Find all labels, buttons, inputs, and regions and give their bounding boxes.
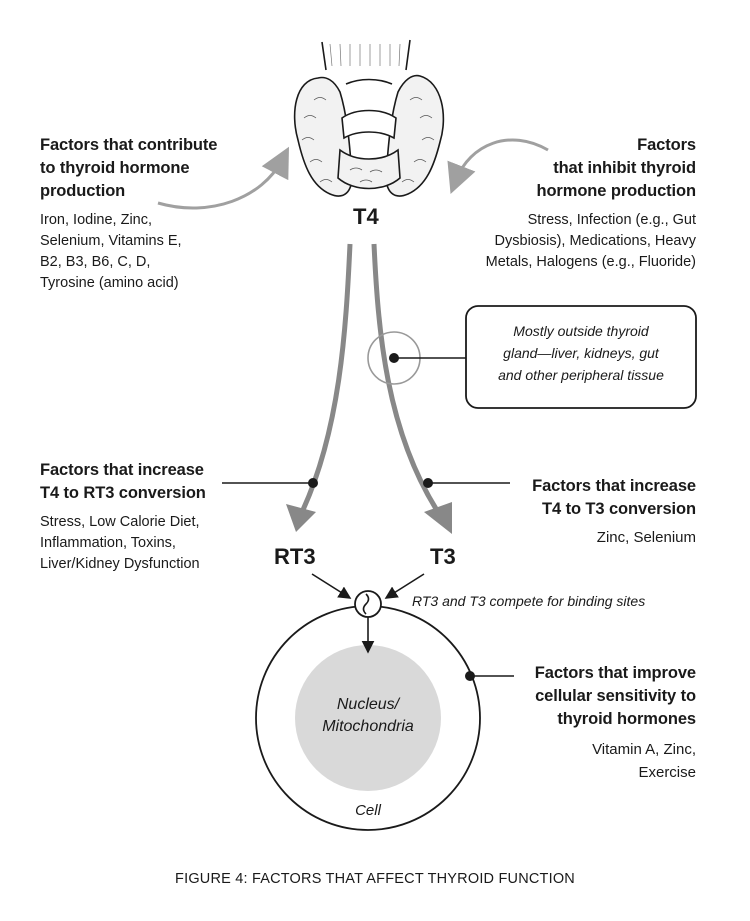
conversion-site-text: Mostly outside thyroid gland—liver, kidn… bbox=[498, 323, 664, 383]
t4-to-rt3-path bbox=[299, 243, 353, 514]
contribute-body: Iron, Iodine, Zinc, Selenium, Vitamins E… bbox=[40, 212, 182, 291]
contribute-arrow bbox=[157, 146, 289, 210]
t4-to-t3-path bbox=[371, 243, 441, 514]
rt3-arrowhead bbox=[286, 504, 316, 532]
thyroid-gland-illustration bbox=[293, 39, 445, 197]
conversion-site-box bbox=[465, 305, 697, 409]
compete-note: RT3 and T3 compete for binding sites bbox=[412, 593, 646, 609]
sensitivity-body: Vitamin A, Zinc, Exercise bbox=[592, 741, 696, 781]
sensitivity-heading: Factors that improve cellular sensitivit… bbox=[534, 664, 696, 728]
cell-label: Cell bbox=[355, 802, 381, 819]
sensitivity-factors: Factors that improve cellular sensitivit… bbox=[486, 662, 696, 784]
inhibit-heading: Factors that inhibit thyroid hormone pro… bbox=[536, 136, 696, 200]
rt3-factors-dot bbox=[308, 478, 318, 488]
t3-arrowhead bbox=[424, 502, 452, 534]
t3-factors-dot bbox=[423, 478, 433, 488]
contribute-factors: Factors that contribute to thyroid hormo… bbox=[40, 134, 280, 294]
t3-factors-heading: Factors that increase T4 to T3 conversio… bbox=[532, 477, 696, 518]
rt3-factors-body: Stress, Low Calorie Diet, Inflammation, … bbox=[40, 514, 200, 572]
rt3-factors: Factors that increase T4 to RT3 conversi… bbox=[40, 459, 260, 575]
inhibit-factors: Factors that inhibit thyroid hormone pro… bbox=[446, 134, 696, 273]
contribute-heading: Factors that contribute to thyroid hormo… bbox=[40, 136, 218, 200]
rt3-to-receptor-arrow bbox=[311, 573, 352, 599]
rt3-label: RT3 bbox=[274, 544, 316, 569]
t3-to-receptor-arrow bbox=[384, 573, 425, 599]
rt3-factors-heading: Factors that increase T4 to RT3 conversi… bbox=[40, 461, 206, 502]
inhibit-body: Stress, Infection (e.g., Gut Dysbiosis),… bbox=[485, 212, 696, 270]
nucleus bbox=[295, 645, 441, 791]
nucleus-label: Nucleus/ Mitochondria bbox=[322, 696, 414, 735]
binding-site-icon bbox=[354, 590, 382, 618]
figure-caption: FIGURE 4: FACTORS THAT AFFECT THYROID FU… bbox=[175, 871, 575, 887]
t3-factors: Factors that increase T4 to T3 conversio… bbox=[486, 475, 696, 548]
t3-label: T3 bbox=[430, 544, 456, 569]
inhibit-arrow bbox=[447, 138, 549, 194]
t3-factors-body: Zinc, Selenium bbox=[596, 529, 696, 546]
t4-label: T4 bbox=[353, 204, 379, 229]
